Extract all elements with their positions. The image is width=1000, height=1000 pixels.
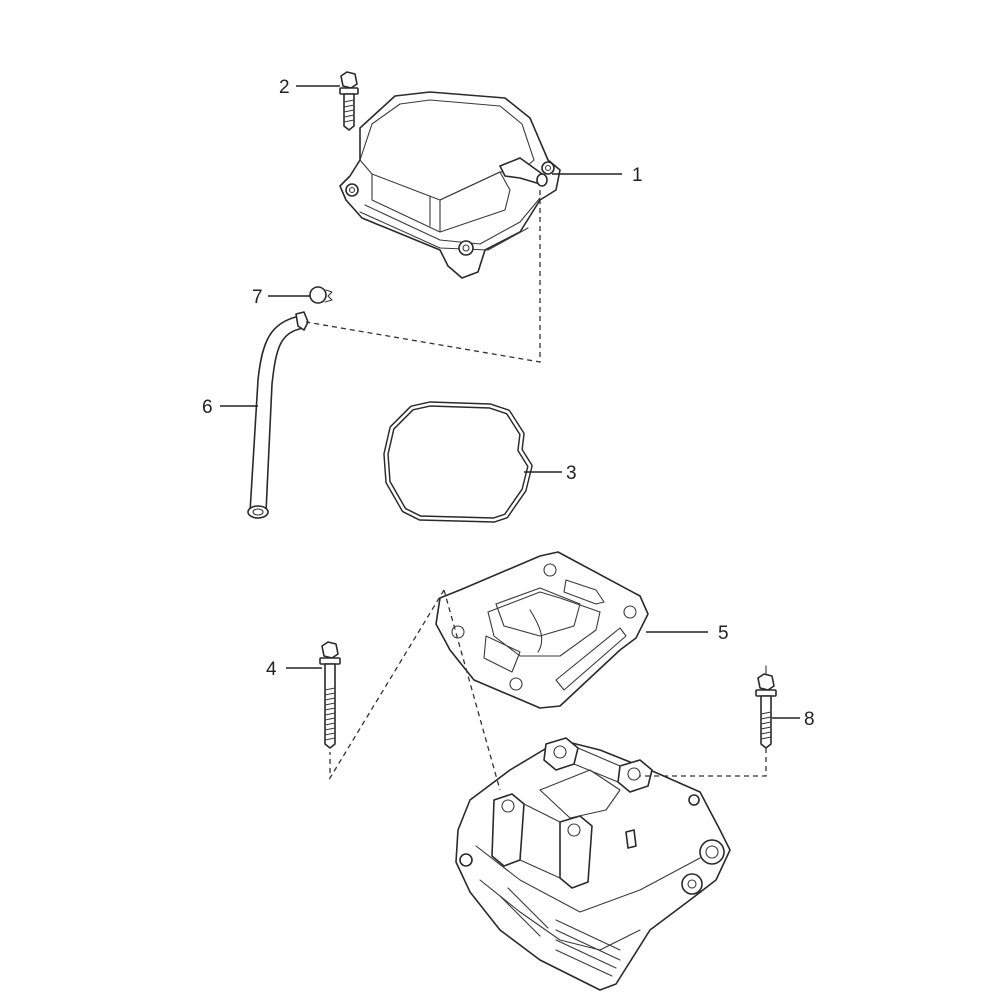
guide-hose-to-cover: [305, 190, 541, 363]
part-breather-hose: [247, 311, 309, 519]
callout-3: 3: [566, 463, 577, 484]
callout-labels: 1 2 3 4 5 6 7 8: [202, 77, 815, 730]
guide-plate-to-head: [443, 589, 501, 791]
part-short-bolt: [339, 71, 359, 131]
part-stud-bolt: [755, 665, 777, 749]
callout-6: 6: [202, 397, 213, 418]
leader-lines: [220, 85, 800, 719]
part-cover-gasket: [383, 401, 533, 523]
cylinder-head: [455, 737, 731, 991]
callout-1: 1: [632, 165, 643, 186]
callout-8: 8: [804, 709, 815, 730]
callout-5: 5: [718, 623, 729, 644]
callout-2: 2: [279, 77, 290, 98]
guide-bolt4-to-plate: [329, 589, 445, 781]
part-valve-cover: [339, 91, 561, 279]
assembly-guides: [305, 190, 767, 791]
part-hose-clip: [309, 286, 333, 304]
callout-4: 4: [266, 659, 277, 680]
guide-bolt8-to-head: [640, 748, 767, 777]
callout-7: 7: [252, 287, 263, 308]
part-long-bolt: [319, 641, 341, 749]
part-cylinder-head-plate: [435, 551, 649, 709]
